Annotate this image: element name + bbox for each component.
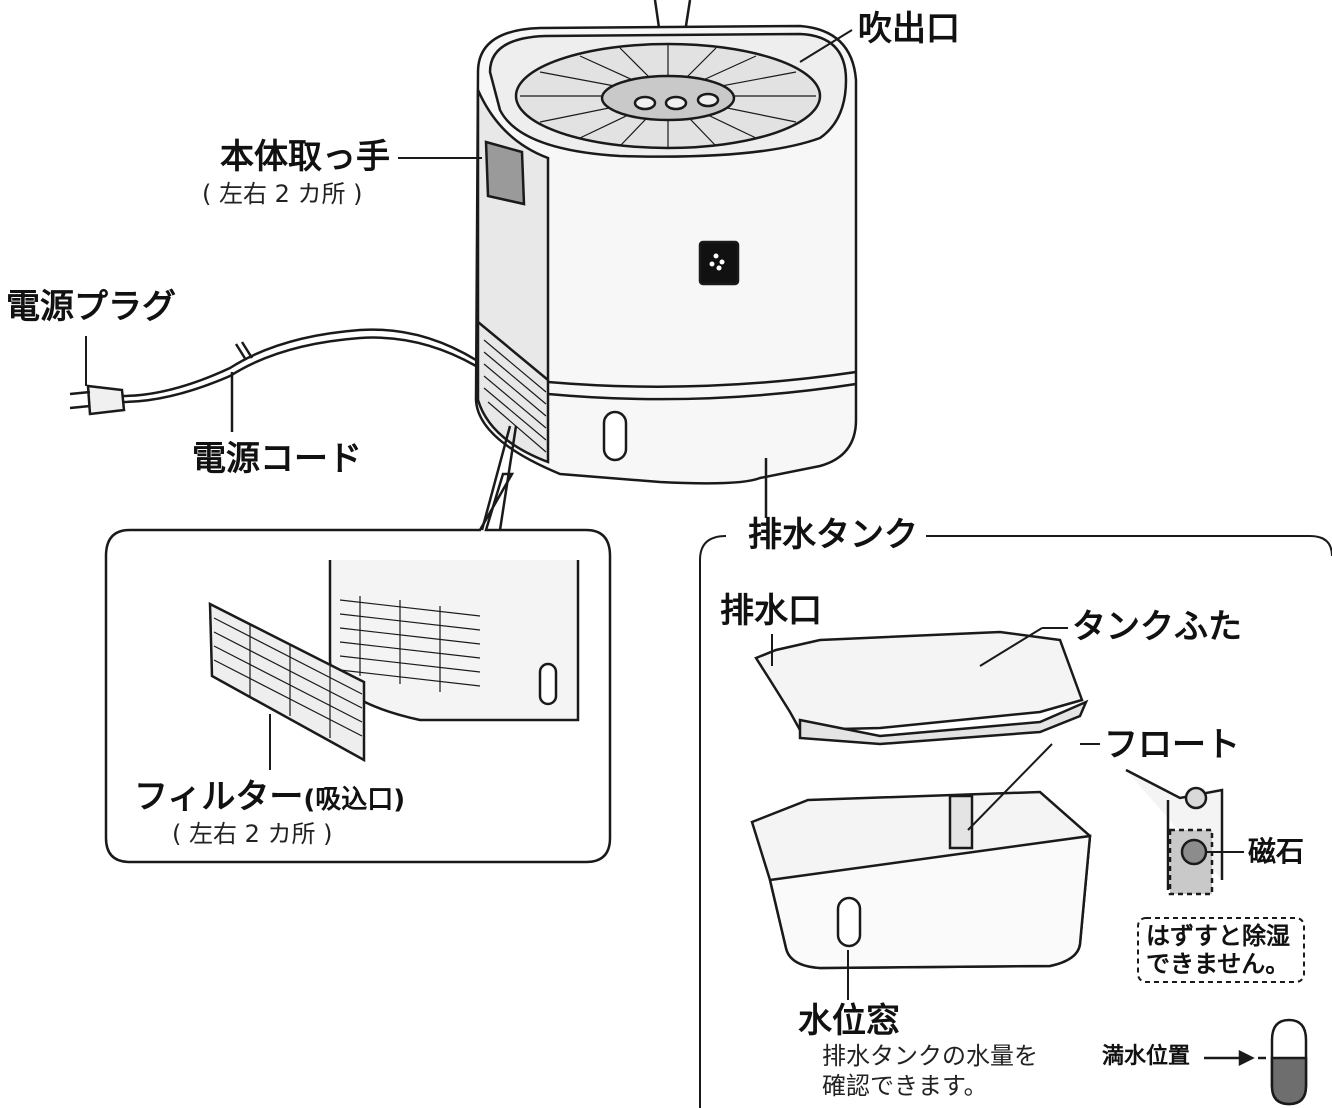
magnet-warning-line1: はずすと除湿 [1146, 922, 1290, 950]
filter-inset [104, 425, 612, 864]
water-window-note-line2: 確認できます。 [822, 1072, 988, 1100]
plug-label: 電源プラグ [6, 287, 176, 327]
float-label: フロート [1104, 725, 1240, 765]
magnet-label: 磁石 [1248, 835, 1305, 868]
magnet-warning-box [1137, 917, 1305, 983]
filter-label-row: フィルター(吸込口) [134, 780, 405, 814]
filter-note: ( 左右 2 カ所 ) [172, 820, 333, 848]
full-level-label: 満水位置 [1102, 1044, 1191, 1069]
water-window-label: 水位窓 [798, 1001, 900, 1041]
tank-lid-label: タンクふた [1072, 607, 1242, 647]
dehumidifier-body [474, 0, 858, 522]
handle-note: ( 左右 2 カ所 ) [202, 180, 363, 208]
tank-lid-illustration [754, 627, 1089, 746]
tank-section-label: 排水タンク [740, 518, 926, 552]
filter-paren-label: (吸込口) [303, 785, 406, 815]
power-plug [69, 336, 126, 416]
full-level-indicator [1204, 1018, 1308, 1106]
handle-label: 本体取っ手 [220, 137, 390, 177]
water-window-note-line1: 排水タンクの水量を [822, 1042, 1038, 1070]
drain-port-label: 排水口 [720, 591, 822, 631]
cord-label: 電源コード [192, 439, 362, 479]
magnet-warning-line2: できません。 [1146, 950, 1290, 978]
power-cord [121, 328, 477, 432]
tank-base-illustration [750, 743, 1100, 1000]
magnet-detail [1125, 768, 1244, 896]
outlet-label: 吹出口 [858, 9, 960, 49]
filter-label: フィルター [134, 777, 304, 817]
